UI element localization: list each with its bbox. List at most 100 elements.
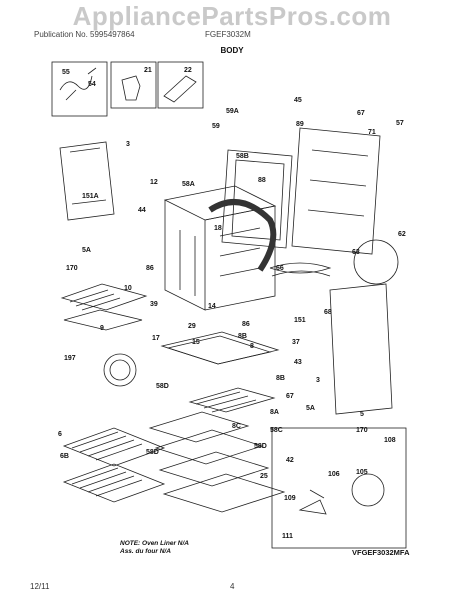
callout-label: 37 <box>292 339 300 346</box>
callout-label: 89 <box>296 121 304 128</box>
callout-label: 3 <box>316 377 320 384</box>
oven-liner-note: NOTE: Oven Liner N/A Ass. du four N/A <box>120 540 189 556</box>
callout-label: 62 <box>398 231 406 238</box>
callout-label: 86 <box>146 265 154 272</box>
inset-circle-relay <box>353 239 399 285</box>
broiler-pan-base <box>63 309 143 331</box>
callout-label: 8C <box>232 423 241 430</box>
page-number: 4 <box>230 582 235 591</box>
fan-grille <box>103 353 137 387</box>
callout-label: 42 <box>286 457 294 464</box>
oven-left-face <box>164 200 206 311</box>
side-panel-left <box>59 141 115 221</box>
callout-label: 18 <box>214 225 222 232</box>
callout-label: 39 <box>150 301 158 308</box>
callout-label: 109 <box>284 495 296 502</box>
inset-box-fan-motor <box>271 427 407 549</box>
callout-label: 10 <box>124 285 132 292</box>
callout-label: 151A <box>82 193 99 200</box>
callout-label: 14 <box>208 303 216 310</box>
callout-label: 22 <box>184 67 192 74</box>
callout-label: 12 <box>150 179 158 186</box>
callout-label: 58C <box>270 427 283 434</box>
callout-label: 105 <box>356 469 368 476</box>
callout-label: 17 <box>152 335 160 342</box>
oven-seal <box>208 199 277 272</box>
callout-label: 151 <box>294 317 306 324</box>
callout-label: 58A <box>182 181 195 188</box>
callout-label: 8 <box>250 343 254 350</box>
inset-box-21 <box>110 61 157 109</box>
callout-label: 8B <box>276 375 285 382</box>
callout-label: 170 <box>66 265 78 272</box>
callout-label: 25 <box>260 473 268 480</box>
callout-label: 197 <box>64 355 76 362</box>
callout-label: 58B <box>236 153 249 160</box>
callout-label: 8A <box>270 409 279 416</box>
callout-label: 55 <box>62 69 70 76</box>
callout-label: 6B <box>60 453 69 460</box>
callout-label: 58D <box>254 443 267 450</box>
callout-label: 43 <box>294 359 302 366</box>
callout-label: 5A <box>306 405 315 412</box>
callout-label: 44 <box>138 207 146 214</box>
back-panel-detail <box>307 149 369 217</box>
callout-label: 58D <box>156 383 169 390</box>
bake-element <box>188 387 276 413</box>
note-line-2: Ass. du four N/A <box>120 548 171 555</box>
fan-grille-inner <box>109 359 131 381</box>
drawer-top <box>160 331 280 365</box>
callout-label: 170 <box>356 427 368 434</box>
callout-label: 6 <box>58 431 62 438</box>
side-panel-right <box>329 283 393 415</box>
callout-label: 9 <box>100 325 104 332</box>
callout-label: 59 <box>212 123 220 130</box>
oven-rack-6B-bars <box>71 467 143 497</box>
callout-label: 8B <box>238 333 247 340</box>
callout-label: 59A <box>226 108 239 115</box>
broiler-pan-grill <box>69 289 121 311</box>
callout-label: 57 <box>396 120 404 127</box>
callout-label: 5A <box>82 247 91 254</box>
back-panel <box>291 127 381 255</box>
oven-cavity-lines <box>179 227 261 296</box>
callout-label: 86 <box>242 321 250 328</box>
fan-blade <box>298 489 327 515</box>
callout-label: 108 <box>384 437 396 444</box>
inset-box-22 <box>157 61 204 109</box>
callout-label: 63 <box>352 249 360 256</box>
callout-label: 111 <box>282 533 293 540</box>
callout-label: 21 <box>144 67 152 74</box>
rear-frame <box>221 149 293 249</box>
model-number: FGEF3032M <box>205 30 251 39</box>
fan-motor <box>351 473 385 507</box>
callout-label: 5 <box>360 411 364 418</box>
callout-label: 88 <box>258 177 266 184</box>
bake-element-coils <box>195 391 257 413</box>
bracket-21-part <box>121 75 141 101</box>
footer-date: 12/11 <box>30 582 50 591</box>
wire-harness-part <box>59 67 97 101</box>
callout-label: 58D <box>146 449 159 456</box>
note-line-1: NOTE: Oven Liner N/A <box>120 540 189 547</box>
callout-label: 106 <box>328 471 340 478</box>
callout-label: 67 <box>286 393 294 400</box>
broil-element <box>269 262 332 277</box>
callout-label: 29 <box>188 323 196 330</box>
callout-label: 67 <box>357 110 365 117</box>
callout-label: 15 <box>192 339 200 346</box>
broiler-pan <box>60 283 148 311</box>
insulation-58D <box>148 411 250 443</box>
callout-label: 66 <box>276 265 284 272</box>
callout-label: 3 <box>126 141 130 148</box>
callout-label: 45 <box>294 97 302 104</box>
publication-number: Publication No. 5995497864 <box>34 30 135 39</box>
drawer-inner <box>166 335 272 365</box>
section-title: BODY <box>220 46 244 55</box>
callout-label: 54 <box>88 81 96 88</box>
inset-box-wire-harness <box>51 61 108 117</box>
callout-label: 71 <box>368 129 376 136</box>
callout-label: 68 <box>324 309 332 316</box>
bottom-panel-25 <box>162 473 286 513</box>
